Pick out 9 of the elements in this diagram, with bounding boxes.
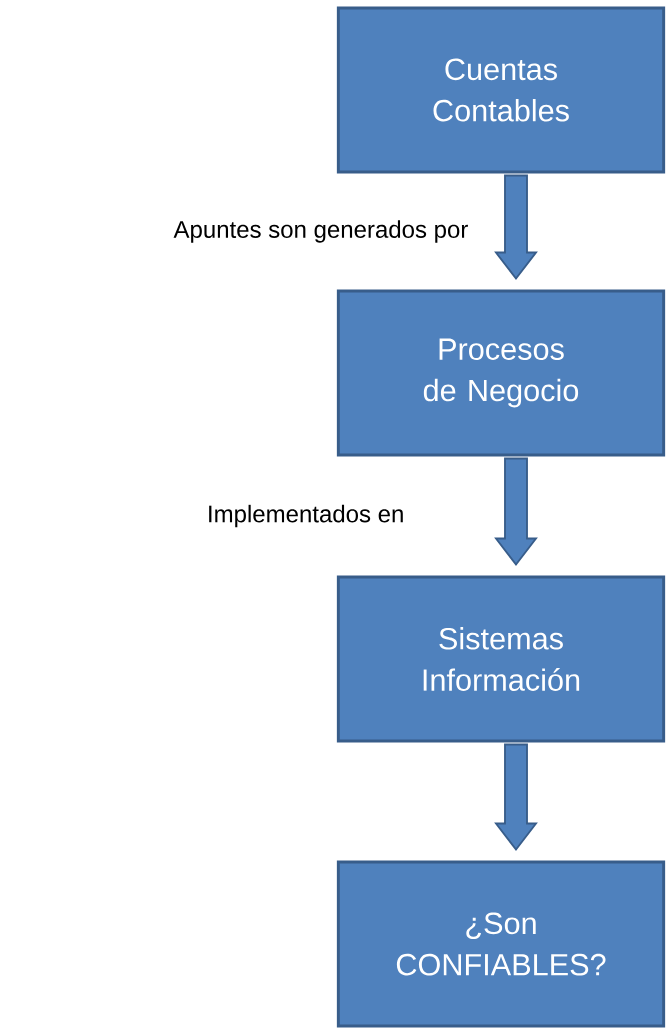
process-box: Cuentas Contables bbox=[336, 6, 666, 174]
process-box: Procesos de Negocio bbox=[336, 289, 666, 457]
block-arrow bbox=[494, 743, 538, 852]
block-arrow bbox=[494, 174, 538, 281]
process-box: Sistemas Información bbox=[336, 575, 666, 743]
process-box: ¿Son CONFIABLES? bbox=[336, 860, 666, 1028]
block-arrow bbox=[494, 457, 538, 567]
edge-label: Apuntes son generados por bbox=[172, 219, 470, 245]
edge-label: Implementados en bbox=[205, 503, 406, 529]
